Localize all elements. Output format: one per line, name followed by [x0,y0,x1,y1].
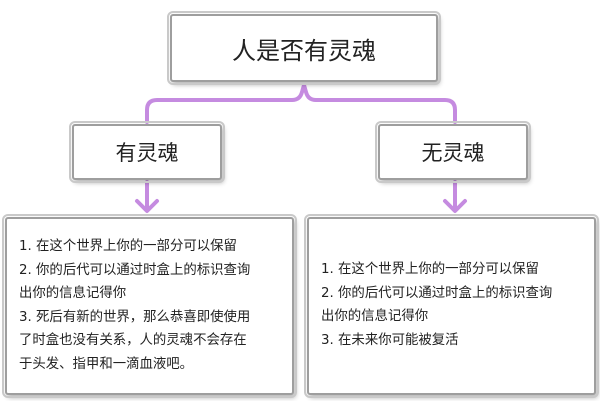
no-arrow-head [443,199,467,213]
detail-line: 1. 在这个世界上你的一部分可以保留 [321,262,539,277]
branch-node-has-soul[interactable]: 有灵魂 [69,121,225,183]
detail-line: 3. 在未来你可能被复活 [321,332,459,348]
branch-node-no-soul[interactable]: 无灵魂 [375,121,531,183]
yes-arrow-head [135,199,159,213]
detail-line: 出你的信息记得你 [321,309,429,324]
root-topic-node[interactable]: 人是否有灵魂 [167,11,441,85]
detail-line: 2. 你的后代可以通过时盒上的标识查询 [19,262,251,278]
detail-line: 3. 死后有新的世界，那么恭喜即使使用 [19,309,251,325]
branch-label-no-soul: 无灵魂 [421,141,485,165]
root-topic-label: 人是否有灵魂 [232,36,376,65]
detail-line: 出你的信息记得你 [19,286,127,301]
detail-line: 1. 在这个世界上你的一部分可以保留 [19,239,237,254]
detail-line: 2. 你的后代可以通过时盒上的标识查询 [321,285,553,301]
detail-box-has-soul[interactable]: 1. 在这个世界上你的一部分可以保留 2. 你的后代可以通过时盒上的标识查询 出… [2,214,297,398]
detail-line: 了时盒也没有关系，人的灵魂不会存在 [19,333,247,348]
detail-box-no-soul[interactable]: 1. 在这个世界上你的一部分可以保留 2. 你的后代可以通过时盒上的标识查询 出… [304,214,599,398]
root-brace-connector [145,83,457,124]
branch-label-has-soul: 有灵魂 [115,141,179,165]
detail-line: 于头发、指甲和一滴血液吧。 [19,356,194,372]
